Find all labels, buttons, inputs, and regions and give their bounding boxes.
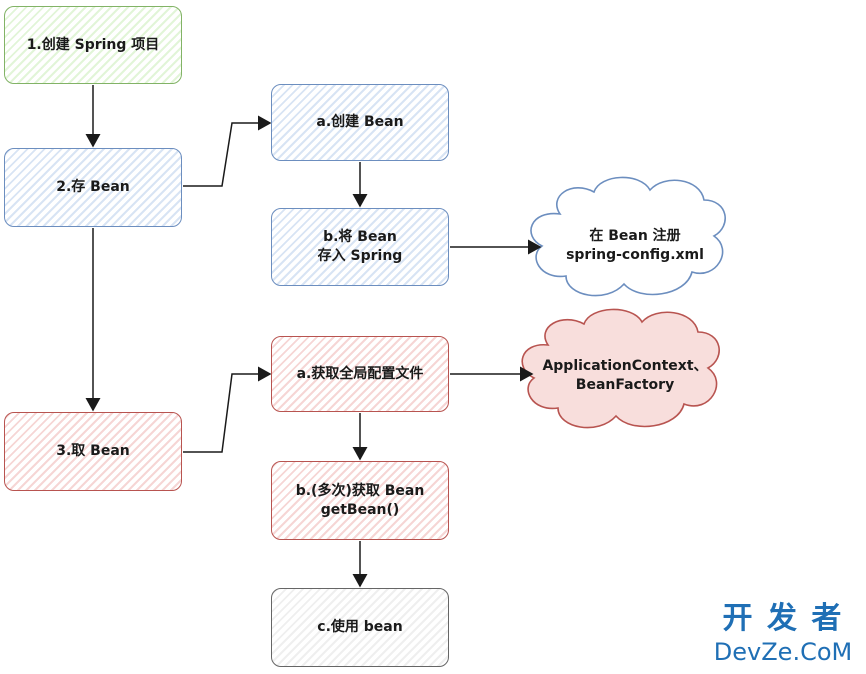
node-store-into-spring: b.将 Bean 存入 Spring [271, 208, 449, 286]
watermark-cn: 开 发 者 [722, 601, 844, 636]
cloud-context-shape [521, 308, 720, 429]
node-get-global-config: a.获取全局配置文件 [271, 336, 449, 412]
node-store-bean: 2.存 Bean [4, 148, 182, 227]
arrow-store-to-create-bean [183, 115, 272, 187]
node-multi-get-bean: b.(多次)获取 Bean getBean() [271, 461, 449, 540]
watermark-en: DevZe.CoM [713, 638, 853, 666]
node-use-bean: c.使用 bean [271, 588, 449, 667]
cloud-context-label: ApplicationContext、 BeanFactory [542, 358, 708, 393]
cloud-register-label: 在 Bean 注册 spring-config.xml [566, 228, 704, 263]
arrow-get-to-config [183, 366, 272, 453]
node-create-project: 1.创建 Spring 项目 [4, 6, 182, 84]
cloud-register-shape [530, 176, 726, 297]
node-create-bean: a.创建 Bean [271, 84, 449, 161]
node-get-bean: 3.取 Bean [4, 412, 182, 491]
